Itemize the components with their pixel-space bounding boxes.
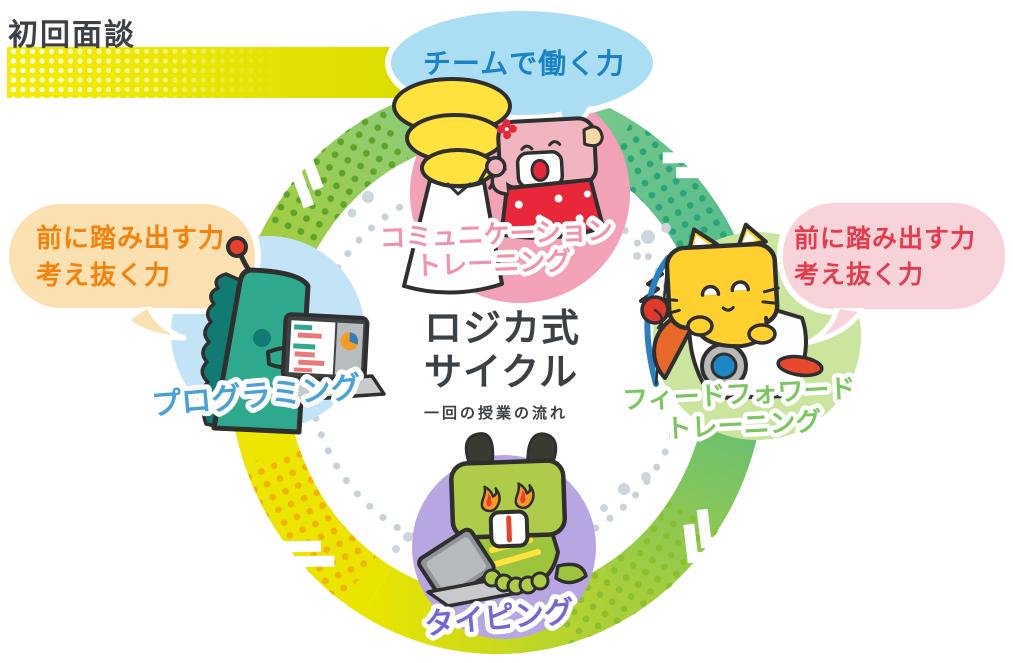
cycle-arrow-top-right [662, 123, 719, 179]
cycle-arrow-top-left [263, 151, 324, 209]
step-forward-bubble-left-line2: 考え抜く力 [36, 261, 171, 291]
communication-characters-illustration [392, 77, 606, 295]
cycle-title: ロジカ式 サイクル 一回の授業の流れ [424, 306, 580, 423]
decorative-bubbles [347, 191, 671, 553]
cycle-arrow-bottom-left [278, 540, 335, 596]
step-forward-speech-bubble-right: 前に踏み出す力 考え抜く力 [777, 197, 1011, 345]
cycle-title-line1: ロジカ式 [424, 306, 581, 350]
initial-interview-band [7, 41, 420, 104]
step-forward-bubble-left-line1: 前に踏み出す力 [36, 223, 225, 254]
programming-character-illustration [200, 236, 386, 435]
initial-interview-title: 初回面談 [8, 18, 136, 53]
teamwork-bubble-text: チームで働く力 [423, 47, 625, 80]
cycle-arrow-bottom-right [683, 508, 740, 564]
step-forward-bubble-right-line2: 考え抜く力 [794, 260, 924, 289]
step-forward-speech-bubble-left: 前に踏み出す力 考え抜く力 [3, 198, 261, 341]
step-forward-bubble-right-line1: 前に踏み出す力 [794, 224, 976, 253]
feedforward-character-illustration [639, 222, 824, 400]
typing-character-illustration [417, 432, 588, 608]
cycle-subtitle: 一回の授業の流れ [424, 404, 569, 422]
communication-label-line2: トレーニング [415, 246, 572, 281]
cycle-title-line2: サイクル [424, 350, 579, 394]
